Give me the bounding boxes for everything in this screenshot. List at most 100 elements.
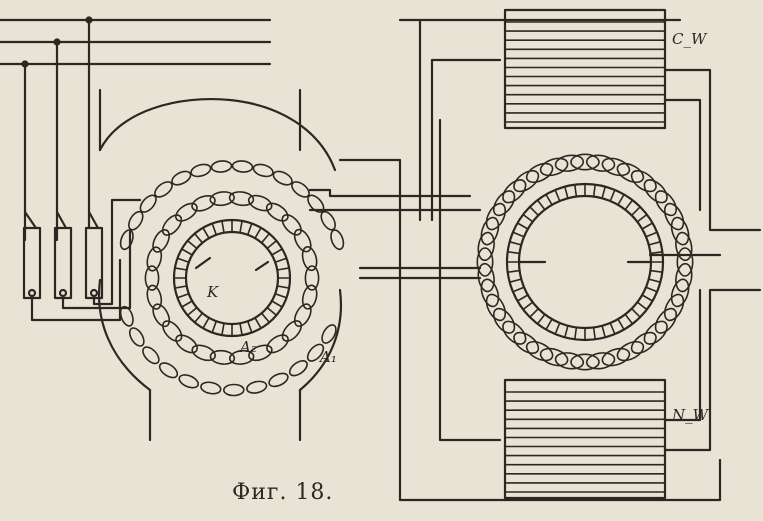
right-rotor-ring bbox=[505, 182, 722, 342]
ring-segment bbox=[506, 251, 521, 255]
coil-loop bbox=[539, 347, 569, 367]
ring-segment bbox=[266, 306, 278, 317]
ring-segment bbox=[647, 278, 662, 284]
ring-segment bbox=[246, 222, 253, 236]
coil-loop bbox=[513, 169, 540, 193]
label-a2: A₂ bbox=[238, 338, 257, 356]
coil-loop bbox=[654, 190, 678, 217]
coil-loop bbox=[570, 353, 600, 371]
coil-loop bbox=[476, 247, 494, 277]
ring-segment bbox=[624, 199, 634, 211]
ring-segment bbox=[516, 222, 529, 230]
coil-loop bbox=[248, 344, 273, 362]
ring-segment bbox=[573, 183, 578, 198]
coil-loop bbox=[525, 162, 554, 184]
coil-loop bbox=[670, 216, 690, 246]
coil-loop bbox=[178, 374, 199, 389]
ring-segment bbox=[636, 301, 648, 311]
coil-loop bbox=[272, 170, 293, 186]
ring-segment bbox=[516, 294, 529, 302]
coil-loop bbox=[175, 334, 198, 354]
coil-loop bbox=[142, 346, 160, 365]
ring-segment bbox=[270, 300, 284, 308]
coil-loop bbox=[321, 324, 337, 344]
coil-loop bbox=[210, 160, 233, 173]
ring-segment bbox=[592, 183, 597, 198]
ring-segment bbox=[554, 322, 561, 335]
ring-segment bbox=[601, 324, 607, 339]
coil-loop bbox=[492, 190, 516, 217]
coil-loop bbox=[266, 334, 289, 354]
coil-loop bbox=[293, 303, 312, 328]
ring-segment bbox=[276, 267, 290, 271]
coil-loop bbox=[320, 210, 336, 231]
ring-segment bbox=[563, 185, 569, 199]
coil-loop bbox=[152, 229, 170, 253]
coil-loop bbox=[281, 214, 302, 236]
coil-loop bbox=[616, 162, 645, 184]
coil-loop bbox=[676, 247, 694, 277]
ring-segment bbox=[592, 326, 597, 341]
ring-segment bbox=[645, 286, 658, 293]
ring-segment bbox=[554, 189, 561, 202]
coil-loop bbox=[119, 229, 134, 251]
label-cw: C_W bbox=[672, 30, 708, 48]
coil-loop bbox=[119, 305, 134, 327]
coil-loop bbox=[601, 347, 631, 367]
coil-loop bbox=[171, 170, 192, 186]
ring-segment bbox=[641, 294, 654, 302]
coil-loop bbox=[663, 202, 685, 231]
coil-loop bbox=[265, 202, 289, 222]
coil-loop bbox=[554, 154, 585, 172]
supply-lines bbox=[0, 16, 272, 242]
label-a1: A₁ bbox=[318, 348, 337, 366]
ring-segment bbox=[508, 241, 523, 246]
coil-loop bbox=[146, 284, 163, 310]
coil-loop bbox=[288, 359, 308, 377]
ring-segment bbox=[181, 248, 193, 256]
left-stator-frame bbox=[98, 88, 342, 442]
coil-loop bbox=[485, 202, 507, 231]
ring-segment bbox=[186, 306, 198, 317]
figure-caption: Фиг. 18. bbox=[232, 480, 334, 505]
ring-segment bbox=[174, 267, 188, 271]
right-outer-winding bbox=[476, 153, 694, 371]
ring-segment bbox=[617, 193, 625, 206]
coil-loop bbox=[190, 163, 212, 178]
coil-loop bbox=[670, 278, 690, 308]
ring-segment bbox=[174, 285, 188, 289]
coil-loop bbox=[675, 231, 693, 262]
ring-segment bbox=[512, 231, 525, 238]
coil-loop bbox=[228, 191, 255, 207]
coil-loop bbox=[247, 194, 273, 212]
ring-segment bbox=[270, 248, 284, 256]
ring-segment bbox=[181, 300, 193, 308]
ring-segment bbox=[221, 220, 225, 234]
coil-loop bbox=[231, 160, 254, 173]
coil-loop bbox=[307, 194, 325, 213]
connecting-wires bbox=[308, 18, 722, 502]
ring-segment bbox=[617, 318, 625, 331]
coil-loop bbox=[246, 380, 268, 394]
coil-loop bbox=[663, 293, 685, 322]
left-outer-winding bbox=[119, 160, 345, 397]
ring-segment bbox=[536, 313, 546, 325]
coil-loop bbox=[161, 214, 183, 236]
ring-segment bbox=[536, 199, 546, 211]
ring-segment bbox=[609, 189, 616, 202]
coil-loop bbox=[146, 246, 163, 272]
coil-loop bbox=[306, 343, 325, 362]
coil-loop bbox=[477, 262, 495, 293]
coil-loop bbox=[175, 202, 198, 222]
coil-loop bbox=[223, 383, 245, 397]
ring-segment bbox=[528, 206, 540, 217]
nw-coil bbox=[503, 288, 762, 500]
ring-segment bbox=[649, 269, 664, 274]
coil-loop bbox=[128, 327, 145, 347]
coil-loop bbox=[191, 344, 216, 362]
ring-segment bbox=[647, 241, 662, 246]
ring-segment bbox=[211, 222, 218, 236]
coil-loop bbox=[525, 340, 554, 362]
left-rotor-ring bbox=[172, 218, 292, 338]
ring-segment bbox=[254, 227, 262, 239]
